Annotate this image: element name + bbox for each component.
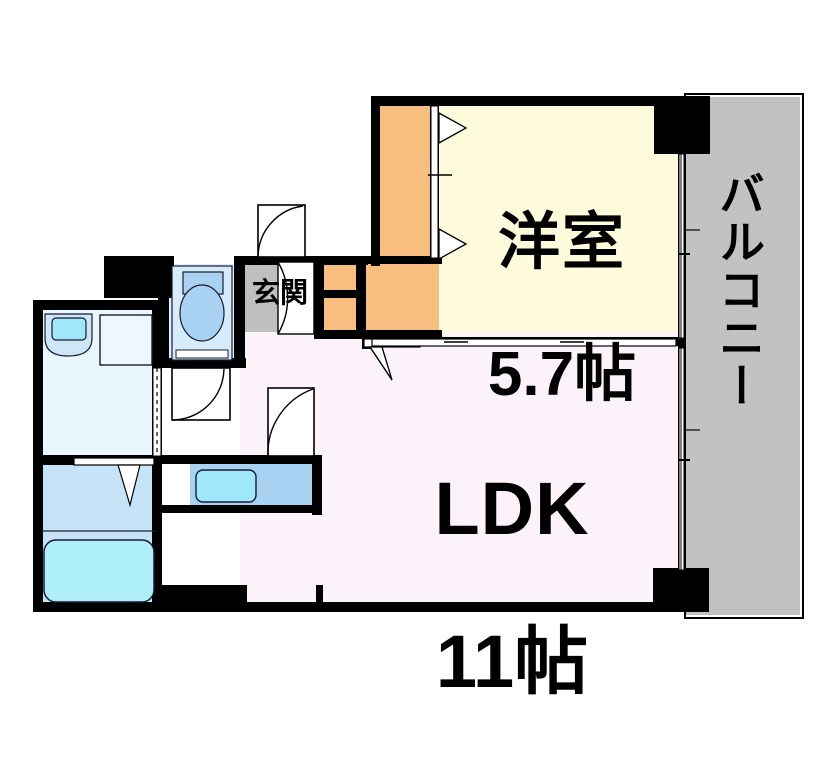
ldk-label-name: LDK <box>434 466 590 550</box>
wall-closet-top-strip <box>314 256 442 264</box>
kitchen-counter-end <box>168 463 190 511</box>
wall-bottom-main <box>33 602 653 612</box>
entrance-door-swing <box>257 204 306 258</box>
wall-washroom-top <box>33 300 161 310</box>
wall-bedroom-right <box>678 150 686 346</box>
storage-closet-right-floor <box>363 262 439 332</box>
wall-ldk-bedroom-stub <box>362 337 371 349</box>
wall-closet-mid-horiz <box>314 290 364 298</box>
balcony-label: バルコニー <box>713 170 765 410</box>
bathroom-upper-floor <box>40 463 158 531</box>
balcony-floor <box>684 97 800 615</box>
wall-bottom-stub <box>316 585 323 612</box>
toilet-door-swing <box>171 367 231 421</box>
wall-kitchen-top <box>161 455 321 464</box>
kitchen-counter-floor <box>168 463 320 511</box>
pillar-bottom-left <box>161 585 247 612</box>
bedroom-label-size: 5.7帖 <box>487 340 637 410</box>
wall-bedroom-top <box>372 96 654 106</box>
wall-closet-left <box>371 96 380 266</box>
floor-plan: 洋室 5.7帖 LDK 11帖 バルコニー 玄関 <box>33 93 804 701</box>
wall-kitchen-bottom <box>161 505 321 513</box>
wall-bathroom-right <box>152 455 162 612</box>
wall-ldk-right <box>678 346 686 576</box>
pillar-top-right <box>654 96 710 154</box>
wall-closet-right <box>430 96 439 262</box>
ldk-label-size: 11帖 <box>435 620 589 704</box>
wall-entrance-top <box>240 256 368 265</box>
bedroom-floor <box>434 104 686 344</box>
bedroom-label-name: 洋室 <box>497 208 626 278</box>
wall-washroom-bathroom-divider <box>33 455 161 465</box>
ldk-label: LDK 11帖 <box>392 392 632 778</box>
wall-hallway-left-upper <box>152 368 162 460</box>
bedroom-label: 洋室 5.7帖 <box>452 145 672 472</box>
wall-toilet-bottom <box>158 358 246 368</box>
wall-toilet-right <box>234 256 245 368</box>
wall-closet-bottom <box>314 330 442 339</box>
washroom-floor <box>40 310 158 458</box>
wall-toilet-left <box>158 256 169 368</box>
toilet-room-floor <box>168 264 236 362</box>
bathroom-floor <box>40 531 158 611</box>
wall-kitchen-right <box>312 455 322 515</box>
bedroom-closet-floor <box>375 100 438 260</box>
entrance-label: 玄関 <box>251 277 308 308</box>
